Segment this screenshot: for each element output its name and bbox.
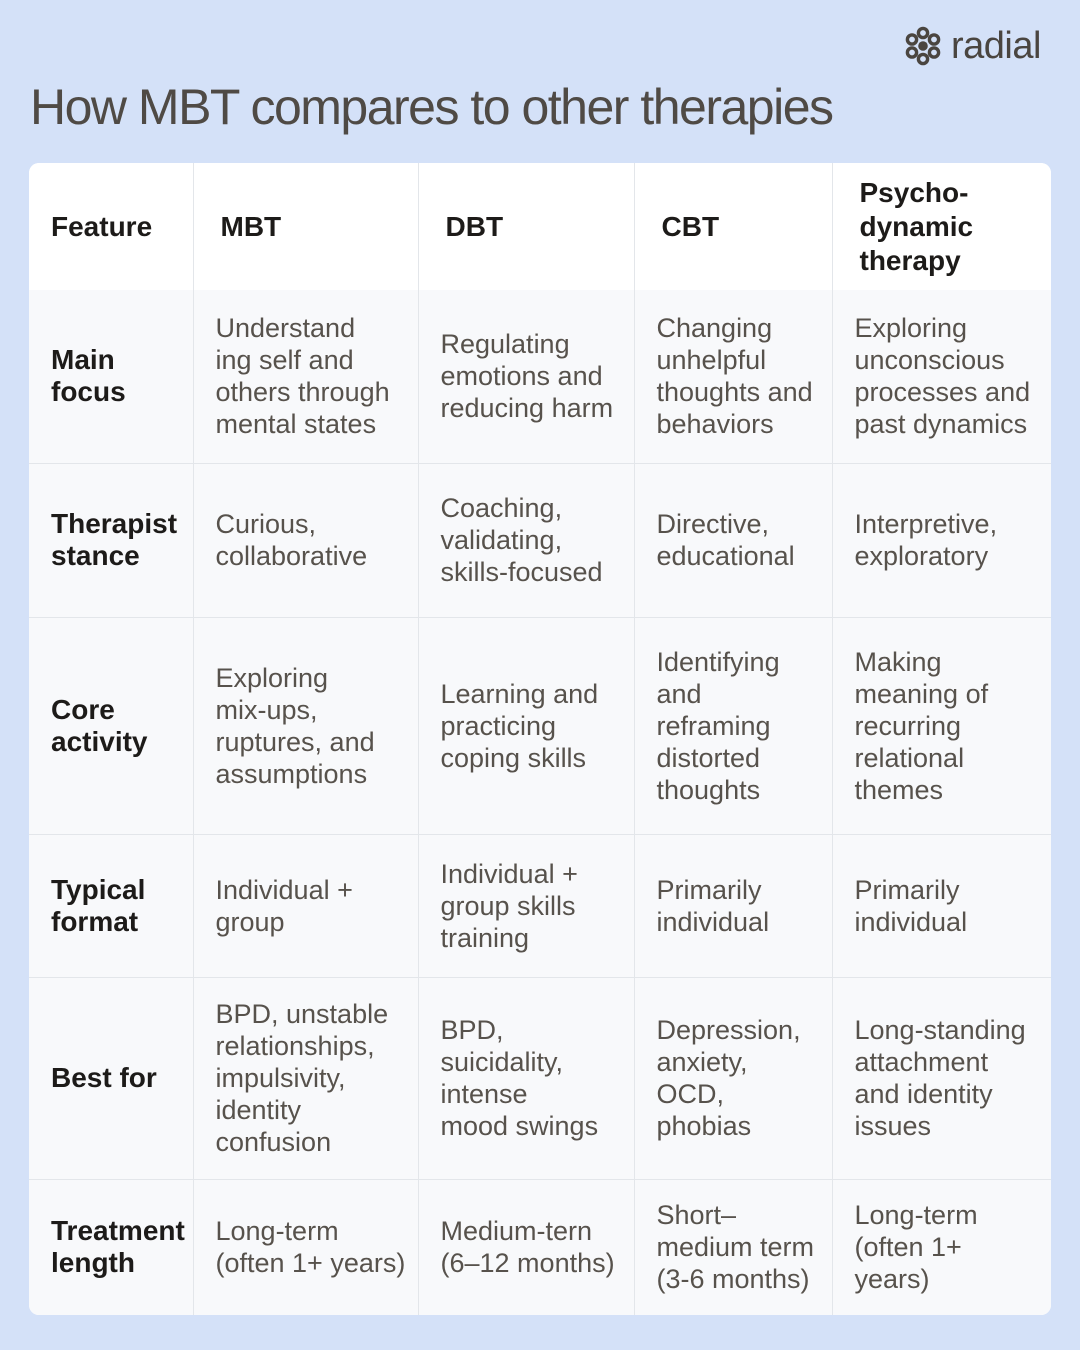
cell-mbt: Curious,collaborative bbox=[193, 463, 419, 618]
cell-mbt: Long-term(often 1+ years) bbox=[193, 1179, 419, 1315]
cell-cbt: Depression,anxiety,OCD, phobias bbox=[634, 977, 833, 1180]
cell-psychodynamic: Interpretive,exploratory bbox=[832, 463, 1051, 618]
cell-cbt: Directive,educational bbox=[634, 463, 833, 618]
cell-psychodynamic: Long-term(often 1+ years) bbox=[854, 1200, 978, 1295]
header-label: CBT bbox=[661, 210, 720, 242]
radial-flower-logo-icon bbox=[905, 26, 941, 66]
cell-dbt: Medium-tern(6–12 months) bbox=[418, 1179, 635, 1315]
page-title: How MBT compares to other therapies bbox=[30, 79, 834, 135]
brand-name: radial bbox=[951, 24, 1041, 67]
header-mbt: MBT bbox=[193, 163, 419, 290]
cell-dbt: Coaching,validating,skills-focused bbox=[418, 463, 635, 618]
header-dbt: DBT bbox=[418, 163, 635, 290]
brand-logo: radial bbox=[902, 22, 1041, 70]
header-label: MBT bbox=[220, 210, 282, 242]
header-feature: Feature bbox=[29, 163, 194, 290]
feature-label: Best for bbox=[29, 977, 194, 1180]
header-label: Feature bbox=[51, 210, 153, 242]
cell-cbt: Short–medium term(3-6 months) bbox=[634, 1179, 833, 1315]
header-cbt: CBT bbox=[634, 163, 833, 290]
cell-mbt: Individual +group bbox=[193, 834, 419, 978]
header-label: DBT bbox=[445, 210, 504, 242]
